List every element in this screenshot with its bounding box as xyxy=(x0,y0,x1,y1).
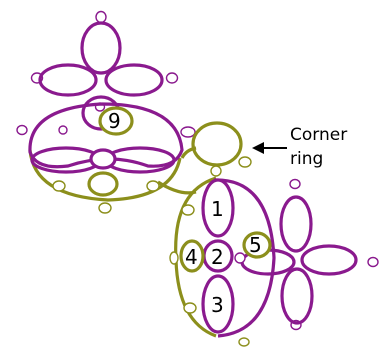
picot xyxy=(367,256,379,268)
ring-9-label: 9 xyxy=(108,109,121,133)
picot xyxy=(146,180,160,192)
picot xyxy=(52,180,66,192)
picot xyxy=(181,204,195,216)
inner-ring-center xyxy=(89,148,117,170)
purple-main-ring xyxy=(28,102,184,169)
ring-9-shape xyxy=(98,106,134,136)
corner-ring-shape xyxy=(191,121,243,167)
petal-right xyxy=(104,63,164,97)
corner-annotation: Corner ring xyxy=(252,125,347,169)
ring-3-label: 3 xyxy=(211,293,224,317)
picot xyxy=(95,10,107,24)
picot xyxy=(238,337,250,347)
ring-5-label: 5 xyxy=(249,233,262,257)
ring-9: 9 xyxy=(98,106,134,136)
picot xyxy=(16,124,28,136)
olive-bottom-ring xyxy=(87,171,119,197)
side-petal-top xyxy=(279,195,313,253)
corner-ring xyxy=(180,121,252,168)
olive-connector xyxy=(157,180,197,195)
picot xyxy=(234,252,246,264)
annotation-line-1: Corner xyxy=(290,125,347,145)
picot xyxy=(289,178,301,190)
picot xyxy=(183,302,197,314)
side-petal-bottom xyxy=(280,267,314,325)
bottom-motif: 1 2 3 4 5 xyxy=(157,165,379,347)
olive-lower-chain xyxy=(28,149,182,202)
ring-3-shape xyxy=(201,274,235,334)
corner-joining-thread xyxy=(180,146,197,159)
arrow-head-icon xyxy=(252,142,264,154)
picot xyxy=(98,202,112,214)
picot xyxy=(169,251,179,265)
ring-1-label: 1 xyxy=(211,197,224,221)
purple-outer-chain xyxy=(213,178,276,338)
picot xyxy=(58,125,68,135)
left-motif xyxy=(16,102,196,214)
ring-5-shape xyxy=(242,231,272,259)
petal-left xyxy=(38,63,98,97)
side-petal-right xyxy=(300,244,358,276)
picot xyxy=(210,165,222,177)
ring-4-label: 4 xyxy=(185,245,198,269)
picot xyxy=(238,156,252,168)
ring-2-label: 2 xyxy=(211,245,224,269)
ring-1-shape xyxy=(201,178,235,238)
annotation-line-2: ring xyxy=(290,149,323,169)
picot xyxy=(180,126,196,138)
ring-4-shape xyxy=(179,239,205,273)
picot xyxy=(165,72,179,84)
petal-top xyxy=(80,21,122,75)
